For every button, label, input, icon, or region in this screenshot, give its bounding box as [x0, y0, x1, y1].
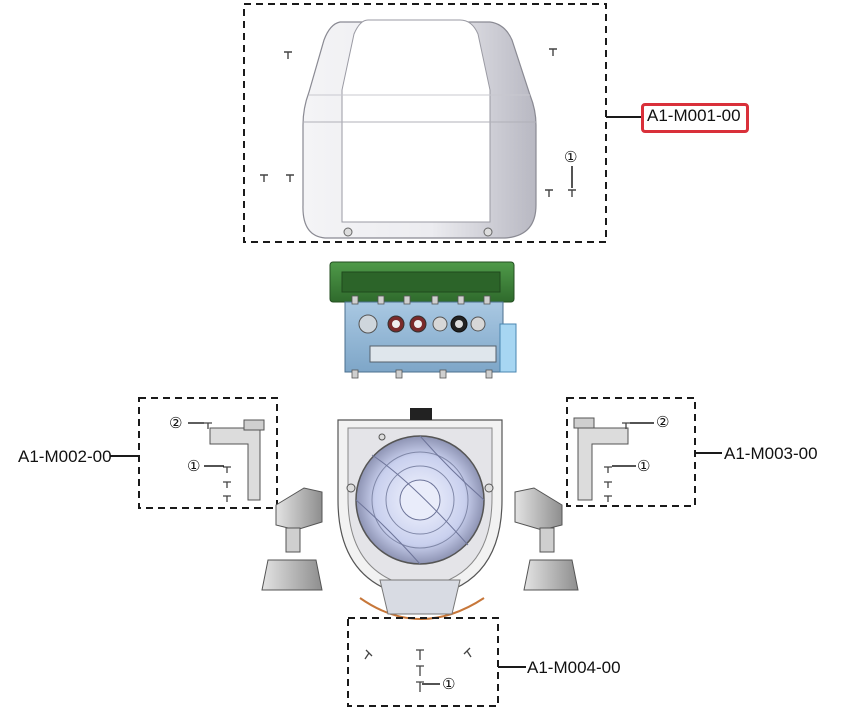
bottom-assembly-group [347, 617, 526, 707]
cover-window [341, 19, 491, 223]
top-dashed-frame [243, 3, 607, 243]
right-assembly-group [514, 397, 722, 591]
top-assembly-label: A1-M001-00 [647, 106, 741, 125]
callout-one-left: ① [187, 457, 201, 475]
bottom-dashed-frame [347, 617, 499, 707]
callout-one-top: ① [564, 148, 578, 166]
top-label-highlight [641, 103, 749, 133]
callout-one-bottom: ① [442, 675, 456, 693]
callout-one-right: ① [637, 457, 651, 475]
controller-unit [329, 261, 517, 379]
left-assembly-group [110, 397, 323, 591]
callout-two-right: ② [656, 413, 670, 431]
left-assembly-label: A1-M002-00 [18, 447, 112, 466]
bottom-assembly-label: A1-M004-00 [527, 658, 621, 677]
left-dashed-frame [138, 397, 278, 509]
motor-fan-assembly [337, 408, 503, 620]
callout-two-left: ② [169, 414, 183, 432]
cover-screw [260, 48, 576, 197]
top-assembly-group [243, 3, 643, 243]
right-assembly-label: A1-M003-00 [724, 444, 818, 463]
